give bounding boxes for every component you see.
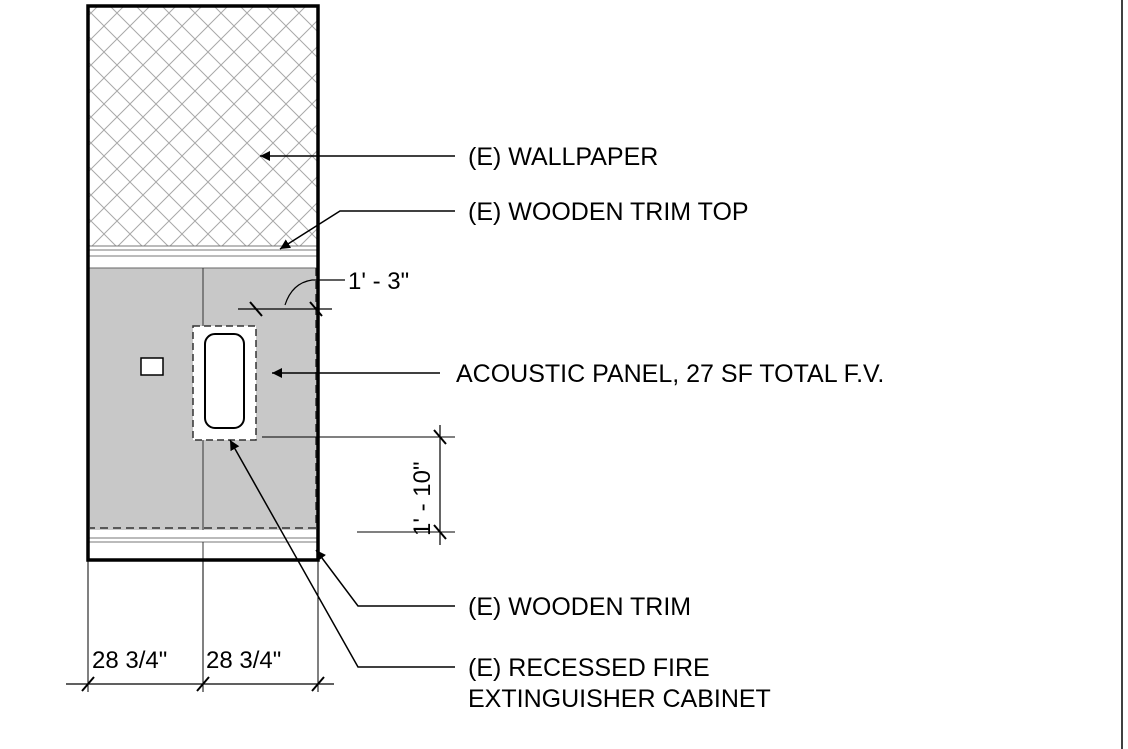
dim-text-cabinet-offset: 1' - 3" [348, 268, 409, 295]
label-wallpaper: (E) WALLPAPER [468, 143, 658, 171]
label-wooden-trim-top: (E) WOODEN TRIM TOP [468, 198, 749, 226]
label-acoustic-panel: ACOUSTIC PANEL, 27 SF TOTAL F.V. [456, 360, 884, 388]
wall-device-box [140, 357, 164, 376]
label-fire-cabinet-line1: (E) RECESSED FIRE [468, 654, 710, 682]
label-wooden-trim: (E) WOODEN TRIM [468, 593, 691, 621]
acoustic-panel-outline [90, 268, 317, 529]
dim-text-panel-width-right: 28 3/4" [206, 647, 281, 674]
leader-fire-cabinet [229, 439, 455, 668]
label-fire-cabinet-line2: EXTINGUISHER CABINET [468, 685, 771, 713]
fire-cabinet-glass [204, 333, 245, 429]
dim-text-cabinet-height: 1' - 10" [409, 462, 436, 536]
dim-text-panel-width-left: 28 3/4" [92, 647, 167, 674]
leader-trim-top [279, 210, 455, 250]
wallpaper-region [88, 6, 318, 246]
leader-wooden-trim [315, 549, 455, 607]
